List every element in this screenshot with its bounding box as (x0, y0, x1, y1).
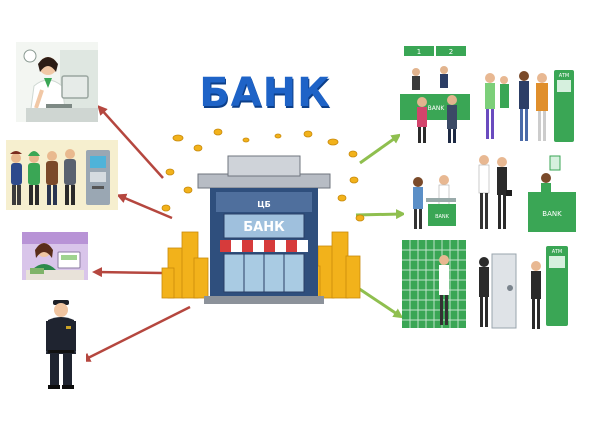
badge-icon (66, 326, 71, 329)
arrow-to-security-guard (80, 305, 191, 362)
green-counter (400, 94, 470, 120)
coin-stacks-left (161, 231, 209, 299)
arrow-to-bank-clerk (97, 105, 164, 179)
atm-kiosk-icon: ATM (554, 70, 574, 142)
banknotes-icon (30, 268, 44, 274)
vault-door-image (474, 248, 518, 332)
teller-counter-image: BANK (526, 154, 578, 234)
table-bank-label: BANK (435, 214, 450, 220)
bank-building-image: ЦБ БАНК (161, 128, 365, 304)
bank-sign-text: БАНК (243, 220, 285, 235)
bank-hall-image: 1 2 BANK (400, 42, 470, 146)
customers-at-atm-image (6, 140, 118, 210)
window-number-1: 1 (417, 48, 421, 56)
cashier-image (22, 232, 88, 280)
awning (220, 240, 308, 252)
customer-2 (28, 151, 40, 205)
atm-customers-image: ATM (514, 66, 576, 148)
elderly-couple-image (480, 66, 512, 148)
arrow-to-customers (116, 193, 173, 220)
atm-machine-icon (86, 150, 110, 205)
phone-icon (549, 155, 561, 171)
customer-1 (10, 151, 22, 205)
flying-coins (161, 128, 365, 222)
customer-3 (46, 151, 58, 205)
arrow-to-cashier (92, 267, 163, 278)
atm-terminal-icon: ATM (546, 246, 568, 326)
consultants-at-table-image: BANK (404, 168, 468, 232)
customer-4 (64, 149, 76, 205)
counter-bank-label: BANK (428, 105, 446, 112)
atm-label: ATM (559, 73, 569, 79)
diagram-title: БАНК (199, 70, 331, 116)
monitor-icon (61, 75, 89, 99)
arrow-to-services (357, 286, 404, 319)
window-number-2: 2 (449, 48, 453, 56)
glass-wall-image (402, 240, 466, 328)
safe-door-icon (491, 253, 517, 329)
arrow-to-bank-hall (359, 133, 402, 165)
atm-user-image: ATM (522, 242, 572, 332)
bank-clerk-image (16, 42, 98, 122)
security-guard-image (36, 298, 86, 390)
bank-small-label: ЦБ (257, 200, 271, 209)
businessmen-image (474, 150, 514, 234)
arrow-to-consultants (355, 209, 406, 220)
briefcase-icon (506, 190, 512, 196)
atm-user-label: ATM (552, 249, 562, 255)
wall-clock-icon (23, 49, 37, 63)
teller-bank-label: BANK (542, 210, 562, 218)
